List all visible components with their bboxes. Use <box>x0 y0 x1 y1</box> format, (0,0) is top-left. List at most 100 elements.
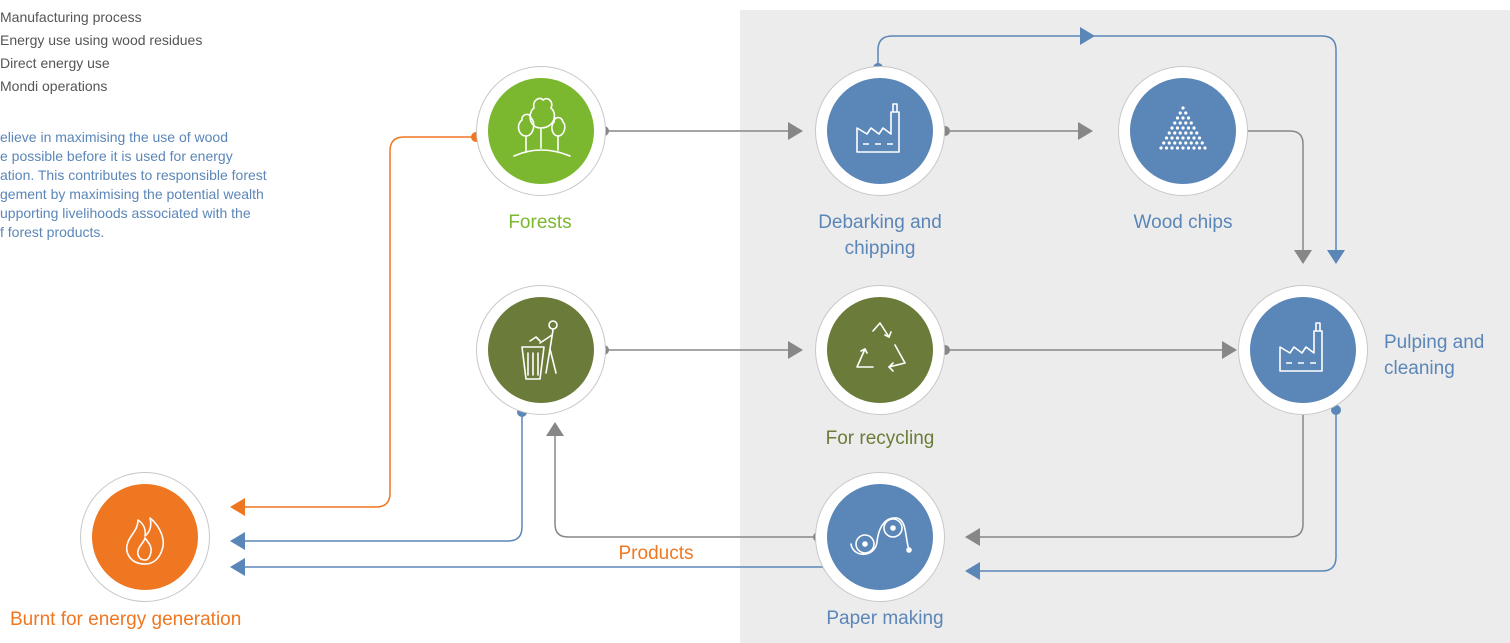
flow-forests-to-burnt <box>245 136 476 508</box>
wood-chip-dot <box>1200 141 1204 145</box>
paper-rollers-icon <box>850 517 912 556</box>
wood-chip-dot <box>1175 146 1180 150</box>
arrowhead <box>230 532 245 550</box>
flow-papermaking-to-waste <box>554 436 818 538</box>
wood-chip-dot <box>1184 131 1188 135</box>
wood-chips-label: Wood chips <box>1133 212 1233 233</box>
legend-item-mondi-operations: Mondi operations <box>0 78 108 94</box>
intro-line: upporting livelihoods associated with th… <box>0 205 251 221</box>
arrowhead <box>965 528 980 546</box>
products-label: Products <box>618 543 694 564</box>
arrowhead <box>1078 122 1093 140</box>
wood-chip-dot <box>1189 131 1193 135</box>
node-wood-chips-circle <box>1130 78 1236 184</box>
wood-chip-dot <box>1203 146 1207 150</box>
wood-chip-dot <box>1162 141 1166 145</box>
wood-chip-dot <box>1186 116 1191 120</box>
pulping-label-line1: Pulping and <box>1384 332 1485 353</box>
node-waste-circle <box>488 297 594 403</box>
arrowhead <box>546 422 564 436</box>
node-forests-circle <box>488 78 594 184</box>
wood-chip-dot <box>1184 111 1188 115</box>
flow-debarking-to-pulping <box>877 35 1337 250</box>
wood-chip-dot <box>1164 146 1169 150</box>
wood-chip-dot <box>1186 146 1191 150</box>
wood-chip-dot <box>1189 121 1193 125</box>
debarking-label-line2: chipping <box>844 238 916 259</box>
flow-woodchips-to-pulping <box>1243 130 1304 250</box>
connector-dot <box>1331 405 1341 415</box>
legend-item-manufacturing: Manufacturing process <box>0 9 142 25</box>
wood-chip-dot <box>1167 131 1171 135</box>
wood-chip-dot <box>1181 126 1185 130</box>
node-burnt-for-energy <box>80 472 210 602</box>
wood-chip-dot <box>1175 126 1180 130</box>
arrowhead <box>788 122 803 140</box>
node-burnt-circle <box>92 484 198 590</box>
wood-chip-dot <box>1181 116 1185 120</box>
node-paper-making-circle <box>827 484 933 590</box>
forests-label: Forests <box>508 212 572 233</box>
wood-chip-dot <box>1181 136 1185 140</box>
wood-chip-dot <box>1178 121 1182 125</box>
wood-chip-dot <box>1173 141 1177 145</box>
wood-chip-dot <box>1170 126 1174 130</box>
recycle-icon <box>856 322 906 372</box>
wood-chip-dot <box>1192 136 1196 140</box>
trees-icon <box>513 97 571 157</box>
wood-chip-dot <box>1192 126 1196 130</box>
legend-item-direct-energy: Direct energy use <box>0 55 110 71</box>
intro-paragraph: elieve in maximising the use of wood e p… <box>0 128 350 242</box>
arrowhead <box>1080 27 1095 45</box>
node-recycling-circle <box>827 297 933 403</box>
arrowhead <box>230 558 245 576</box>
trash-bin-person-icon <box>521 320 558 380</box>
wood-chip-dot <box>1170 146 1174 150</box>
pulping-label-line2: cleaning <box>1384 358 1455 379</box>
arrowhead <box>965 562 980 580</box>
flow-pulping-to-papermaking-direct <box>978 410 1337 572</box>
node-forests <box>476 66 606 196</box>
wood-chip-dot <box>1164 136 1169 140</box>
flow-pulping-to-papermaking <box>978 410 1304 538</box>
node-paper-making <box>815 472 945 602</box>
node-debarking-and-chipping <box>815 66 945 196</box>
node-for-recycling <box>815 285 945 415</box>
wood-chip-dot <box>1186 136 1191 140</box>
wood-chip-pile-icon <box>1159 106 1207 150</box>
factory-icon <box>1279 322 1323 372</box>
wood-chip-dot <box>1184 121 1188 125</box>
intro-line: gement by maximising the potential wealt… <box>0 186 264 202</box>
arrowhead <box>230 498 245 516</box>
paper-making-label: Paper making <box>826 608 944 629</box>
wood-chip-dot <box>1197 146 1202 150</box>
wood-chip-dot <box>1189 141 1193 145</box>
wood-chip-dot <box>1195 141 1199 145</box>
wood-chip-dot <box>1175 136 1180 140</box>
wood-chip-dot <box>1175 116 1180 120</box>
arrowhead <box>1327 250 1345 264</box>
wood-chip-dot <box>1178 111 1182 115</box>
node-debarking-circle <box>827 78 933 184</box>
wood-chip-dot <box>1170 136 1174 140</box>
debarking-label-line1: Debarking and <box>818 212 942 233</box>
node-wood-chips <box>1118 66 1248 196</box>
arrowhead <box>1222 341 1237 359</box>
flow-waste-to-burnt <box>245 412 523 542</box>
wood-chip-dot <box>1181 146 1185 150</box>
node-pulping-and-cleaning <box>1238 285 1368 415</box>
wood-chip-dot <box>1173 121 1177 125</box>
wood-chip-dot <box>1178 131 1182 135</box>
intro-line: ation. This contributes to responsible f… <box>0 167 267 183</box>
legend-item-wood-residues: Energy use using wood residues <box>0 32 203 48</box>
pulping-label: Pulping and cleaning <box>1384 330 1510 382</box>
intro-line: f forest products. <box>0 224 105 240</box>
arrowhead <box>788 341 803 359</box>
wood-chip-dot <box>1192 146 1196 150</box>
node-pulping-circle <box>1250 297 1356 403</box>
flame-icon <box>126 517 165 565</box>
burnt-label: Burnt for energy generation <box>10 609 242 630</box>
node-waste <box>476 285 606 415</box>
recycling-label: For recycling <box>825 428 935 449</box>
